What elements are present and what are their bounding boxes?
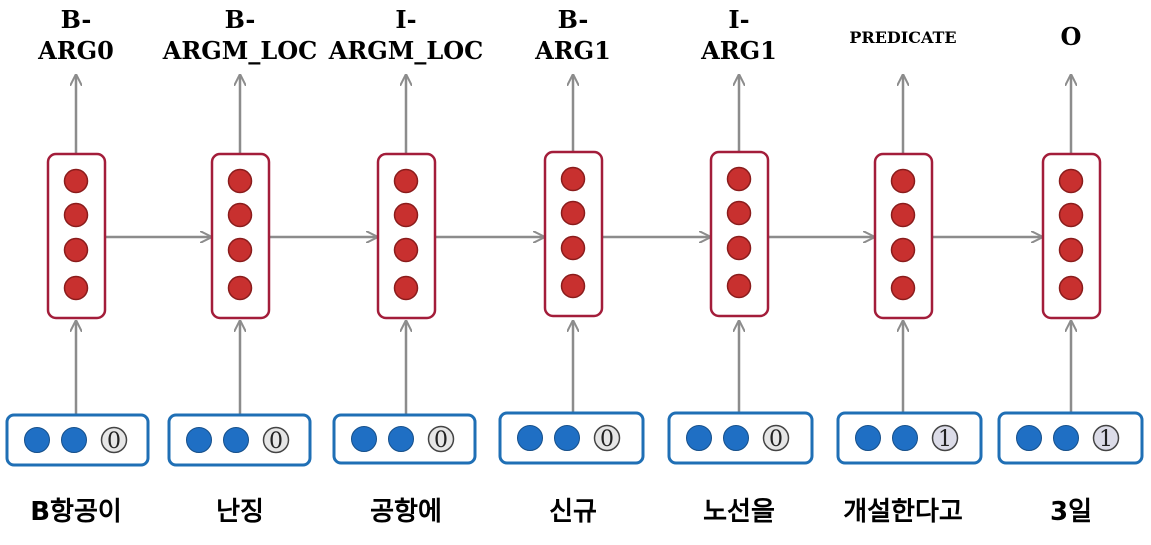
column-2: 0 B-ARGM_LOC 난징 <box>162 5 318 527</box>
tag-label-line: ARG1 <box>700 36 777 65</box>
hidden-unit-node <box>890 275 916 301</box>
embedding-node <box>186 427 212 453</box>
embedding-node <box>1016 425 1042 451</box>
lstm-cell <box>543 150 604 318</box>
hidden-unit-node <box>726 235 752 261</box>
lstm-cell <box>709 150 770 318</box>
embedding-node <box>855 425 881 451</box>
embedding-node <box>517 425 543 451</box>
input-word: B항공이 <box>30 497 122 527</box>
hidden-unit-node <box>393 202 419 228</box>
embedding-node <box>1053 425 1079 451</box>
embedding-node <box>686 425 712 451</box>
input-word: 공항에 <box>370 497 442 527</box>
input-word: 노선을 <box>703 497 775 527</box>
predicate-flag-circle <box>931 424 959 452</box>
hidden-unit-node <box>227 168 253 194</box>
tag-label-line: ARGM_LOC <box>328 36 484 65</box>
predicate-flag-value: 1 <box>938 427 952 452</box>
lstm-cell <box>46 152 107 320</box>
embedding-node <box>388 426 414 452</box>
predicate-flag-circle <box>1092 424 1120 452</box>
predicate-flag-value: 0 <box>269 429 283 454</box>
predicate-flag-circle <box>593 424 621 452</box>
input-word: 신규 <box>549 497 597 527</box>
tag-label-line: I- <box>395 5 416 34</box>
hidden-unit-node <box>1058 202 1084 228</box>
embedding-node <box>554 425 580 451</box>
input-word: 개설한다고 <box>843 497 963 527</box>
tag-label-line: ARG1 <box>534 36 611 65</box>
predicate-flag-circle <box>427 425 455 453</box>
predicate-flag-value: 1 <box>1099 427 1113 452</box>
hidden-unit-node <box>1058 237 1084 263</box>
column-5: 0 I-ARG1 노선을 <box>667 5 814 527</box>
hidden-unit-node <box>227 237 253 263</box>
tag-label: O <box>1061 22 1082 51</box>
hidden-unit-node <box>560 273 586 299</box>
tag-label: PREDICATE <box>849 28 956 47</box>
hidden-unit-node <box>890 202 916 228</box>
tag-label-line: ARG0 <box>37 36 114 65</box>
predicate-flag-circle <box>762 424 790 452</box>
hidden-unit-node <box>560 166 586 192</box>
predicate-flag-circle <box>100 426 128 454</box>
embedding-node <box>223 427 249 453</box>
hidden-unit-node <box>726 200 752 226</box>
embedding-node <box>24 427 50 453</box>
lstm-cell <box>1041 152 1102 320</box>
column-6: 1 PREDICATE 개설한다고 <box>836 28 983 527</box>
column-4: 0 B-ARG1 신규 <box>498 5 645 527</box>
hidden-unit-node <box>63 275 89 301</box>
embedding-node <box>351 426 377 452</box>
embedding-node <box>61 427 87 453</box>
column-7: 1 O 3일 <box>997 22 1144 527</box>
hidden-unit-node <box>1058 275 1084 301</box>
lstm-cell <box>376 152 437 320</box>
predicate-flag-value: 0 <box>769 427 783 452</box>
column-3: 0 I-ARGM_LOC 공항에 <box>328 5 484 527</box>
embedding-node <box>892 425 918 451</box>
tag-label-line: I- <box>728 5 749 34</box>
hidden-unit-node <box>393 237 419 263</box>
embedding-node <box>723 425 749 451</box>
tag-label-line: B- <box>61 5 92 34</box>
lstm-cell <box>210 152 271 320</box>
hidden-unit-node <box>560 200 586 226</box>
tag-label-line: B- <box>558 5 589 34</box>
hidden-unit-node <box>63 168 89 194</box>
hidden-unit-node <box>726 166 752 192</box>
input-word: 난징 <box>216 497 264 527</box>
hidden-unit-node <box>63 202 89 228</box>
lstm-cell <box>873 152 934 320</box>
predicate-flag-circle <box>262 426 290 454</box>
hidden-unit-node <box>227 275 253 301</box>
hidden-unit-node <box>63 237 89 263</box>
tag-label-line: B- <box>225 5 256 34</box>
predicate-flag-value: 0 <box>107 429 121 454</box>
hidden-unit-node <box>726 273 752 299</box>
hidden-unit-node <box>560 235 586 261</box>
hidden-unit-node <box>890 168 916 194</box>
predicate-flag-value: 0 <box>600 427 614 452</box>
hidden-unit-node <box>890 237 916 263</box>
hidden-unit-node <box>393 275 419 301</box>
hidden-unit-node <box>1058 168 1084 194</box>
predicate-flag-value: 0 <box>434 428 448 453</box>
hidden-unit-node <box>393 168 419 194</box>
tag-label-line: ARGM_LOC <box>162 36 318 65</box>
hidden-unit-node <box>227 202 253 228</box>
input-word: 3일 <box>1050 497 1092 527</box>
